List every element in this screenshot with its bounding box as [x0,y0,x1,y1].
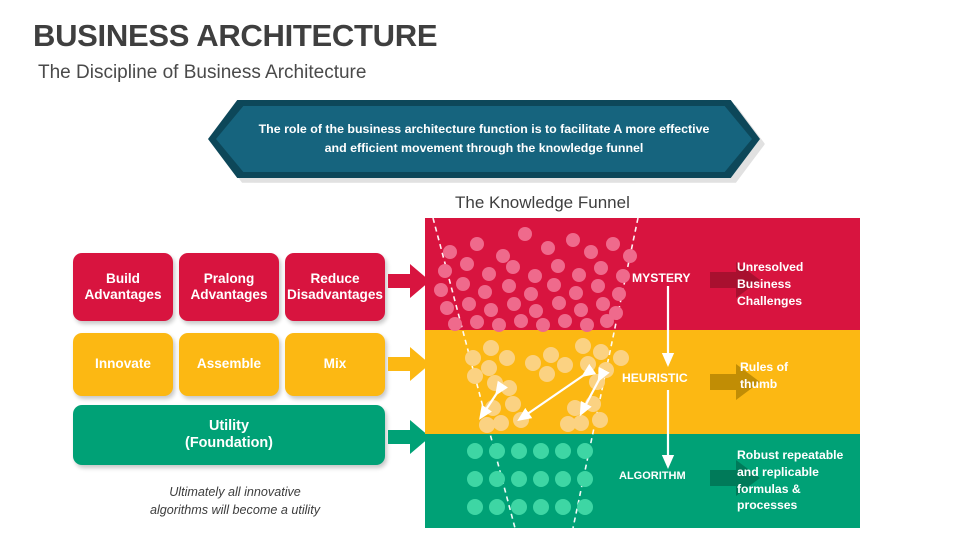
banner-hexagon: The role of the business architecture fu… [208,100,765,183]
banner-text-line1: The role of the business architecture fu… [258,121,710,136]
zone-label-algorithm: ALGORITHM [619,470,686,482]
card-label-line1: Utility [209,418,249,435]
feed-arrow-heuristic-icon [388,347,430,381]
card-pralong-advantages[interactable]: Pralong Advantages [179,253,279,321]
heuristic-connector-arrows [479,363,610,421]
card-label: Innovate [95,356,151,372]
algorithm-dot-grid [467,443,593,515]
note-line4: processes [737,498,798,513]
mystery-dot-cloud [434,227,637,332]
inbound-arrows [710,262,760,496]
card-label-line2: Advantages [190,287,268,302]
banner-inner-fill: The role of the business architecture fu… [216,106,752,172]
card-label-line1: Pralong [203,270,255,286]
note-line1: Unresolved [737,260,804,274]
funnel-title: The Knowledge Funnel [455,193,630,212]
card-assemble[interactable]: Assemble [179,333,279,396]
banner-text: The role of the business architecture fu… [249,120,719,158]
card-label: Assemble [196,356,262,372]
card-label-line2: Advantages [84,287,162,302]
card-label-line2: Disadvantages [287,287,383,302]
note-line2: Business [737,276,792,291]
note-line3: Challenges [737,293,803,308]
card-label: Mix [323,356,347,372]
zone-label-heuristic: HEURISTIC [622,371,688,385]
card-label-line1: Reduce [310,270,360,286]
card-label-line2: (Foundation) [185,435,273,451]
feed-arrow-algorithm-icon [388,420,430,454]
card-innovate[interactable]: Innovate [73,333,173,396]
left-caption-line2: algorithms will become a utility [149,502,321,517]
left-caption-line1: Ultimately all innovative [169,485,301,499]
card-build-advantages[interactable]: Build Advantages [73,253,173,321]
card-label-line1: Build [106,270,140,286]
note-line1: Robust repeatable [737,448,844,462]
algorithm-inbound-arrow-icon [710,460,760,496]
left-caption: Ultimately all innovative algorithms wil… [130,484,340,520]
card-utility-foundation[interactable]: Utility (Foundation) [73,405,385,465]
banner-text-line2: and efficient movement through the knowl… [324,141,644,155]
card-reduce-disadvantages[interactable]: Reduce Disadvantages [285,253,385,321]
card-mix[interactable]: Mix [285,333,385,396]
knowledge-funnel [425,218,860,528]
mystery-inbound-arrow-icon [710,262,760,298]
page-subtitle: The Discipline of Business Architecture [38,62,367,83]
page-title: BUSINESS ARCHITECTURE [33,18,438,53]
note-line3: formulas & [737,481,801,496]
funnel-graphics [432,218,760,528]
note-line2: thumb [740,376,778,391]
heuristic-inbound-arrow-icon [710,364,760,400]
note-algorithm: Robust repeatable and replicable formula… [737,447,857,514]
note-mystery: Unresolved Business Challenges [737,259,849,309]
note-heuristic: Rules of thumb [740,359,845,393]
heuristic-dot-clusters [465,338,629,433]
zone-label-mystery: MYSTERY [632,271,691,285]
feed-arrow-mystery-icon [388,264,430,298]
note-line2: and replicable [737,464,819,479]
note-line1: Rules of [740,360,789,374]
